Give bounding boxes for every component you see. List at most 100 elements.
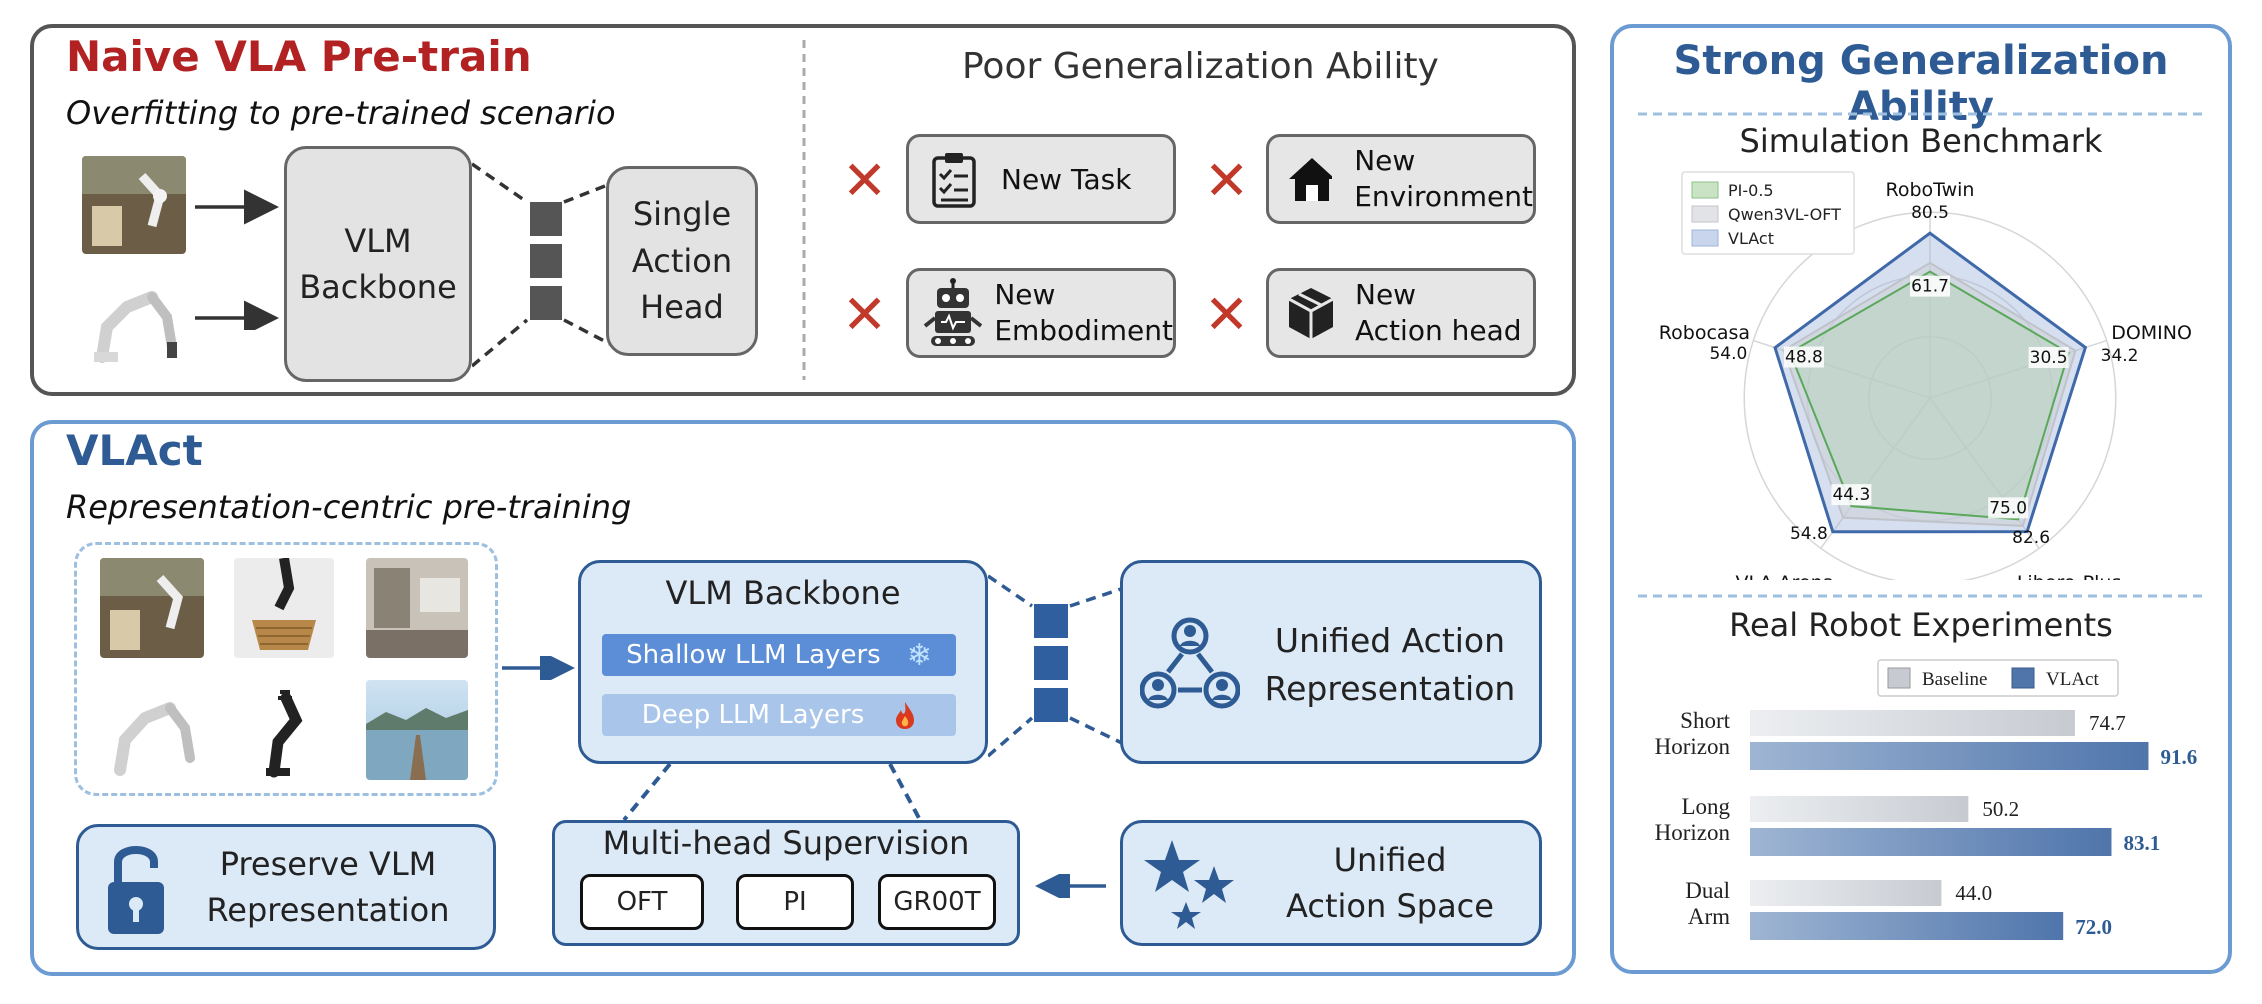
naive-token-connector xyxy=(472,162,610,368)
poor-generalization-title: Poor Generalization Ability xyxy=(962,46,1439,87)
radar-value-label: 30.5 xyxy=(2030,348,2068,368)
snowflake-icon: ❄ xyxy=(906,637,932,673)
robot-scene-photo xyxy=(100,558,204,658)
radar-value-bg xyxy=(1988,497,2029,519)
bar-legend-swatch xyxy=(1887,667,1911,689)
bar-category-label: Horizon xyxy=(1655,734,1731,759)
vlact-subtitle: Representation-centric pre-training xyxy=(66,488,632,526)
kitchen-photo xyxy=(366,558,468,658)
bar-category-label: Horizon xyxy=(1655,820,1731,845)
multihead-title: Multi-head Supervision xyxy=(602,824,970,862)
bar-legend-swatch xyxy=(2011,667,2035,689)
radar-axis-label: DOMINO xyxy=(2111,322,2192,344)
naive-subtitle: Overfitting to pre-trained scenario xyxy=(66,94,616,132)
deep-llm-layers: Deep LLM Layers xyxy=(602,694,956,736)
robot-arm-photo xyxy=(82,272,186,364)
vlact-token-connector xyxy=(988,574,1124,758)
radar-legend-label: PI-0.5 xyxy=(1728,181,1774,200)
radar-legend-swatch xyxy=(1691,181,1719,199)
radar-value-bg xyxy=(1831,484,1872,506)
bar-vlact xyxy=(1750,912,2064,940)
failure-new-action-head: New Action head xyxy=(1266,268,1536,358)
naive-title: Naive VLA Pre-train xyxy=(66,32,532,81)
unlock-icon xyxy=(108,846,164,934)
box-icon xyxy=(1288,288,1334,339)
x-mark-icon: ✕ xyxy=(842,149,888,212)
strong-divider-mid xyxy=(1638,594,2204,598)
radar-series-qwen3vl-oft xyxy=(1782,261,2077,527)
radar-value-label: 61.7 xyxy=(1911,277,1949,297)
naive-vlm-backbone: VLM Backbone xyxy=(284,146,472,382)
failure-label: New Environment xyxy=(1354,143,1533,213)
radar-axis-label: RoboTwin xyxy=(1886,179,1975,201)
radar-legend-box xyxy=(1681,171,1855,255)
strong-title: Strong Generalization Ability xyxy=(1673,38,2169,130)
black-arm-photo xyxy=(234,680,334,780)
head-oft: OFT xyxy=(580,874,704,930)
naive-divider xyxy=(802,40,806,380)
failure-new-environment: New Environment xyxy=(1266,134,1536,224)
radar-value-label: 48.8 xyxy=(1785,347,1823,367)
failure-label: New Task xyxy=(1001,162,1132,196)
bar-title: Real Robot Experiments xyxy=(1729,606,2113,644)
radar-value-label: 54.8 xyxy=(1790,524,1828,544)
radar-value-label: 80.5 xyxy=(1911,203,1949,223)
failure-new-embodiment: New Embodiment xyxy=(906,268,1176,358)
bar-legend-label: Baseline xyxy=(1922,669,1987,690)
radar-value-bg xyxy=(1783,346,1824,368)
x-mark-icon: ✕ xyxy=(842,283,888,346)
failure-label: New Embodiment xyxy=(994,277,1173,347)
radar-series-pi-0-5 xyxy=(1788,270,2070,521)
preserve-label: Preserve VLM Representation xyxy=(206,844,450,929)
bar-category-label: Dual xyxy=(1685,878,1730,903)
robot-icon xyxy=(923,278,983,346)
bar-legend-box xyxy=(1877,659,2119,697)
robot-scene-photo xyxy=(82,156,186,254)
bar-baseline xyxy=(1750,710,2075,736)
bar-baseline xyxy=(1750,796,1969,822)
bar-value-label: 50.2 xyxy=(1982,797,2019,821)
dataset-arrow xyxy=(502,656,575,680)
radar-value-label: 34.2 xyxy=(2101,346,2139,366)
unified-space-label: Unified Action Space xyxy=(1286,840,1494,925)
bar-baseline xyxy=(1750,880,1942,906)
bar-value-label: 72.0 xyxy=(2075,915,2112,939)
network-people-icon xyxy=(1140,617,1240,709)
bar-legend: Baseline VLAct xyxy=(1877,659,2119,697)
robot-arm-photo xyxy=(100,680,204,780)
strong-divider-top xyxy=(1638,112,2204,116)
radar-value-label: 75.0 xyxy=(1989,498,2027,518)
radar-value-label: 54.0 xyxy=(1709,344,1747,364)
radar-value-label: 44.3 xyxy=(1832,485,1870,505)
radar-value-label: 82.6 xyxy=(2012,528,2050,548)
bar-value-label: 74.7 xyxy=(2089,711,2126,735)
radar-axis-label: VLA-Arena xyxy=(1735,572,1834,580)
bar-value-label: 83.1 xyxy=(2123,831,2160,855)
radar-legend-swatch xyxy=(1691,229,1719,247)
vlact-backbone-title: VLM Backbone xyxy=(665,574,901,612)
bar-category-label: Long xyxy=(1681,794,1730,819)
unified-rep-label: Unified Action Representation xyxy=(1264,621,1516,708)
space-to-multihead-arrow xyxy=(1035,874,1106,898)
bar-value-label: 44.0 xyxy=(1955,881,1992,905)
failure-new-task: New Task xyxy=(906,134,1176,224)
shallow-llm-layers: Shallow LLM Layers ❄ xyxy=(602,634,956,676)
house-icon xyxy=(1289,158,1333,201)
bar-vlact xyxy=(1750,742,2149,770)
fire-icon xyxy=(896,702,915,729)
radar-title: Simulation Benchmark xyxy=(1739,122,2103,160)
head-pi: PI xyxy=(736,874,854,930)
lake-photo xyxy=(366,680,468,780)
unified-action-representation xyxy=(1120,560,1542,764)
single-action-head: Single Action Head xyxy=(606,166,758,356)
bar-legend-label: VLAct xyxy=(2046,669,2099,690)
radar-legend-label: Qwen3VL-OFT xyxy=(1728,205,1841,224)
radar-axis-label: Libero-Plus xyxy=(2017,572,2122,580)
radar-axis-label: Robocasa xyxy=(1660,322,1750,344)
x-mark-icon: ✕ xyxy=(1204,283,1250,346)
radar-value-bg xyxy=(1910,275,1950,297)
stars-icon xyxy=(1144,840,1234,929)
